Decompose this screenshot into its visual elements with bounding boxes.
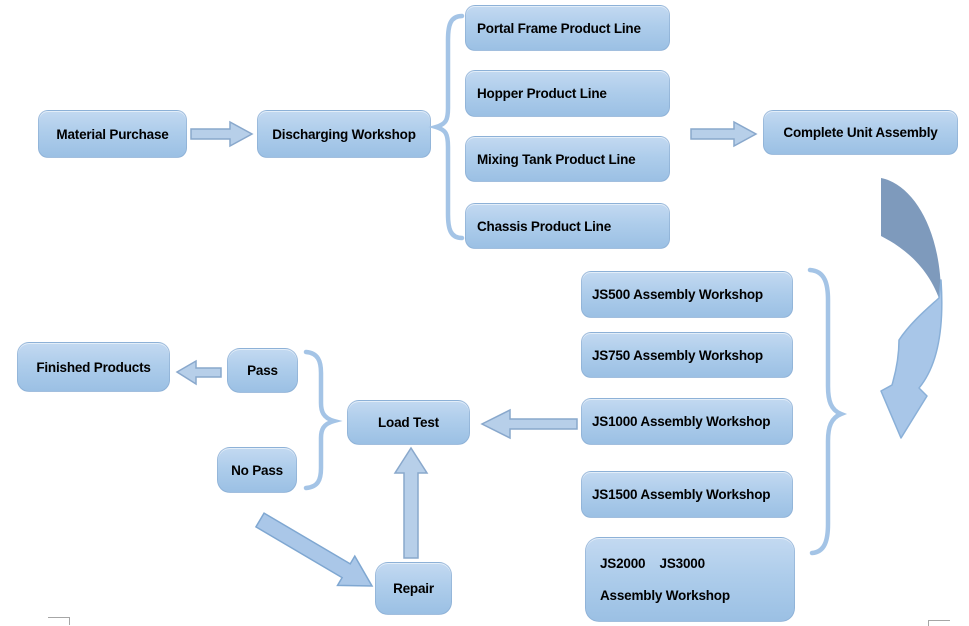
node-label: No Pass (231, 462, 283, 478)
left-arrow (480, 408, 578, 440)
node-repair: Repair (375, 562, 452, 615)
node-load-test: Load Test (347, 400, 470, 445)
node-js1000-assembly-workshop: JS1000 Assembly Workshop (581, 398, 793, 445)
node-chassis-product-line: Chassis Product Line (465, 203, 670, 249)
node-label: Hopper Product Line (477, 86, 607, 101)
node-label: Mixing Tank Product Line (477, 151, 636, 167)
node-label: Complete Unit Assembly (783, 125, 938, 140)
node-label: JS500 Assembly Workshop (592, 287, 763, 302)
node-label: Portal Frame Product Line (477, 20, 641, 36)
node-label: Discharging Workshop (272, 126, 416, 142)
node-label: Finished Products (36, 359, 151, 375)
bottom-right-corner-mark (928, 620, 950, 626)
node-js750-assembly-workshop: JS750 Assembly Workshop (581, 332, 793, 378)
up-arrow (393, 446, 429, 559)
node-label: JS750 Assembly Workshop (592, 347, 763, 363)
node-finished-products: Finished Products (17, 342, 170, 392)
node-mixing-tank-product-line: Mixing Tank Product Line (465, 136, 670, 182)
node-label: Repair (393, 581, 434, 596)
right-arrow (690, 120, 758, 148)
node-label: Material Purchase (56, 126, 169, 142)
node-label: JS1500 Assembly Workshop (592, 487, 771, 502)
bottom-left-corner-mark (48, 617, 70, 625)
node-discharging-workshop: Discharging Workshop (257, 110, 431, 158)
node-complete-unit-assembly: Complete Unit Assembly (763, 110, 958, 155)
node-label-line2: Assembly Workshop (600, 588, 730, 604)
node-no-pass: No Pass (217, 447, 297, 493)
right-arrow (190, 120, 254, 148)
left-arrow (175, 359, 222, 386)
node-pass: Pass (227, 348, 298, 393)
node-portal-frame-product-line: Portal Frame Product Line (465, 5, 670, 51)
node-js500-assembly-workshop: JS500 Assembly Workshop (581, 271, 793, 318)
node-label-line1: JS2000 JS3000 (600, 555, 705, 571)
node-hopper-product-line: Hopper Product Line (465, 70, 670, 117)
node-material-purchase: Material Purchase (38, 110, 187, 158)
node-label: JS1000 Assembly Workshop (592, 414, 771, 429)
diagonal-arrow (254, 512, 374, 587)
curved-down-arrow (880, 178, 943, 439)
node-label: Load Test (378, 415, 439, 430)
node-js1500-assembly-workshop: JS1500 Assembly Workshop (581, 471, 793, 518)
node-label: Pass (247, 363, 278, 378)
node-js2000-js3000-assembly-workshop: JS2000 JS3000 Assembly Workshop (585, 537, 795, 622)
node-label: Chassis Product Line (477, 218, 612, 234)
